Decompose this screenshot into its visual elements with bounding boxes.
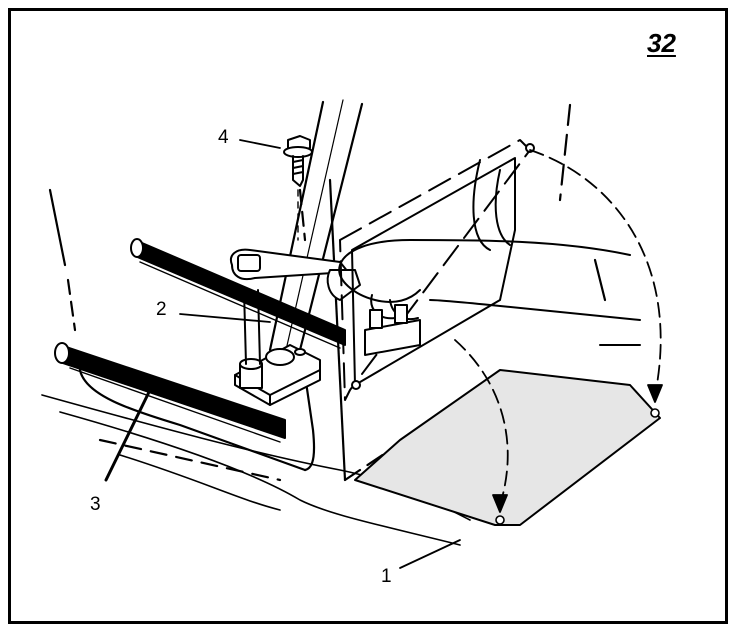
figure-frame [8, 8, 728, 624]
swing-arrows [454, 149, 663, 513]
upper-bumper [130, 238, 346, 349]
callout-1-label: 1 [381, 566, 392, 587]
callout-2-label: 2 [156, 299, 167, 320]
cover-plate [354, 369, 661, 526]
lift-rod [268, 99, 364, 352]
callout-3-label: 3 [90, 494, 101, 515]
wrench [230, 248, 361, 301]
figure-number: 32 [647, 28, 676, 58]
screw [283, 135, 313, 241]
callout-4-label: 4 [218, 127, 229, 148]
lower-bumper [54, 342, 286, 443]
access-opening [339, 139, 535, 401]
callout-leaders [104, 139, 461, 569]
mount-bracket [234, 289, 321, 406]
deck-body [48, 103, 607, 482]
